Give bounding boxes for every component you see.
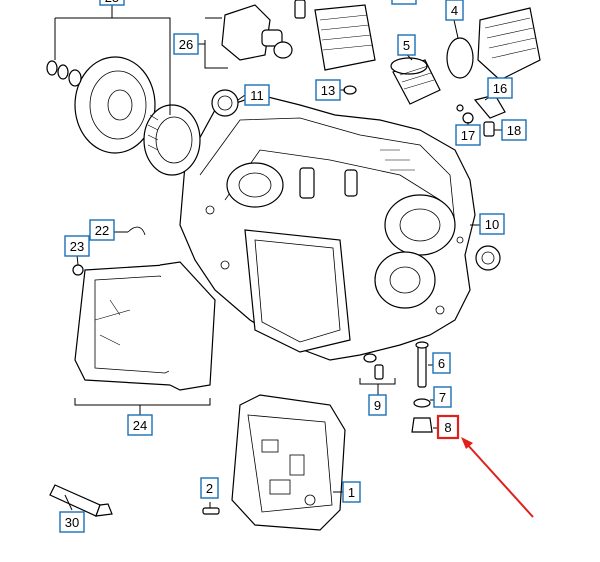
- transmission-housing: [179, 94, 476, 361]
- actuator-26: [221, 4, 293, 61]
- oil-cooler-13: [294, 0, 376, 95]
- callout-6[interactable]: 6: [432, 352, 451, 374]
- seal-10: [475, 245, 501, 271]
- callout-10[interactable]: 10: [479, 213, 505, 235]
- callout-30[interactable]: 30: [59, 511, 85, 533]
- drain-plug-parts: [363, 341, 433, 433]
- svg-text:5: 5: [403, 38, 410, 53]
- highlight-arrow: [461, 437, 534, 518]
- svg-text:6: 6: [438, 356, 445, 371]
- callout-22[interactable]: 22: [89, 219, 115, 241]
- svg-text:8: 8: [444, 420, 451, 435]
- callout-7[interactable]: 7: [433, 386, 452, 408]
- callout-16[interactable]: 16: [487, 77, 513, 99]
- group-brackets: [54, 5, 396, 415]
- callout-9[interactable]: 9: [368, 394, 387, 416]
- svg-text:7: 7: [439, 390, 446, 405]
- svg-text:23: 23: [70, 239, 84, 254]
- filter-housing-4: [477, 7, 541, 81]
- svg-text:17: 17: [461, 128, 475, 143]
- callout-1[interactable]: 1: [342, 481, 361, 503]
- svg-text:2: 2: [206, 481, 213, 496]
- callout-13[interactable]: 13: [315, 79, 341, 101]
- svg-text:22: 22: [95, 223, 109, 238]
- callout-17[interactable]: 17: [455, 124, 481, 146]
- seal-11: [211, 89, 239, 117]
- filter-5: [390, 37, 474, 105]
- svg-text:25: 25: [105, 0, 119, 5]
- callout-26[interactable]: 26: [173, 33, 199, 55]
- svg-text:1: 1: [348, 485, 355, 500]
- callout-11[interactable]: 11: [244, 84, 270, 106]
- callout-2[interactable]: 2: [200, 477, 219, 499]
- svg-text:9: 9: [374, 398, 381, 413]
- callout-top-clipped: [391, 0, 417, 5]
- callout-23[interactable]: 23: [64, 235, 90, 257]
- callout-18[interactable]: 18: [501, 119, 527, 141]
- callout-5[interactable]: 5: [397, 34, 416, 56]
- clutch-assembly: [46, 56, 201, 176]
- svg-text:30: 30: [65, 515, 79, 530]
- svg-text:16: 16: [493, 81, 507, 96]
- callout-24[interactable]: 24: [127, 414, 153, 436]
- svg-text:26: 26: [179, 37, 193, 52]
- callout-4[interactable]: 4: [445, 0, 464, 21]
- callout-25[interactable]: 25: [99, 0, 125, 6]
- svg-text:18: 18: [507, 123, 521, 138]
- svg-text:13: 13: [321, 83, 335, 98]
- svg-text:24: 24: [133, 418, 147, 433]
- svg-text:11: 11: [250, 88, 264, 103]
- sealant-tube-30: [49, 484, 113, 517]
- svg-text:4: 4: [451, 3, 458, 18]
- oil-pan-24: [72, 226, 216, 391]
- callout-8[interactable]: 8: [436, 414, 460, 440]
- valve-body-1: [202, 394, 346, 531]
- svg-text:10: 10: [485, 217, 499, 232]
